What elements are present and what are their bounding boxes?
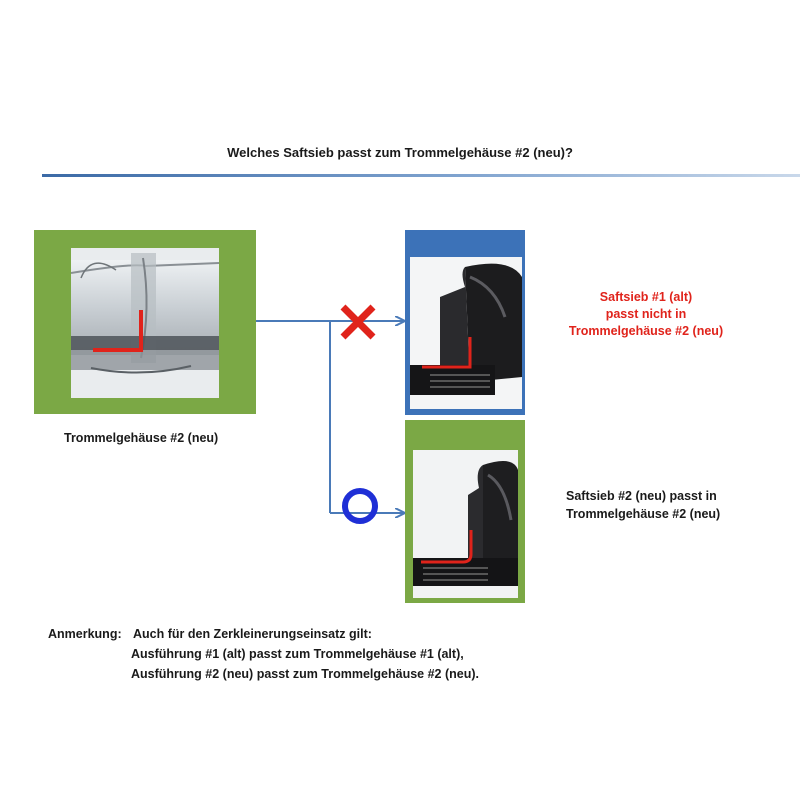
page-title: Welches Saftsieb passt zum Trommelgehäus… [227, 145, 573, 160]
sieve2-caption-line: Trommelgehäuse #2 (neu) [566, 507, 721, 521]
sieve2-photo [413, 450, 518, 598]
note-label: Anmerkung: [48, 627, 122, 641]
sieve2-caption-line: Saftsieb #2 (neu) passt in [566, 489, 717, 503]
housing-photo [71, 248, 219, 398]
sieve1-caption-line: Trommelgehäuse #2 (neu) [568, 324, 724, 338]
housing-panel [34, 230, 256, 414]
cross-icon [340, 304, 376, 340]
sieve2-caption: Saftsieb #2 (neu) passt in Trommelgehäus… [566, 489, 720, 521]
circle-icon [342, 488, 378, 524]
sieve2-panel [405, 420, 525, 603]
sieve1-panel [405, 230, 525, 415]
note-line: Auch für den Zerkleinerungseinsatz gilt: [133, 627, 372, 641]
connector-lines [256, 321, 404, 513]
note-line: Ausführung #1 (alt) passt zum Trommelgeh… [131, 647, 464, 661]
note-line: Ausführung #2 (neu) passt zum Trommelgeh… [131, 667, 479, 681]
housing-label: Trommelgehäuse #2 (neu) [64, 431, 219, 445]
title-divider [42, 174, 800, 177]
sieve1-caption-line: passt nicht in [605, 307, 687, 321]
sieve1-caption-line: Saftsieb #1 (alt) [599, 290, 693, 304]
sieve1-photo [410, 257, 522, 409]
sieve1-caption: Saftsieb #1 (alt) passt nicht in Trommel… [546, 290, 746, 338]
